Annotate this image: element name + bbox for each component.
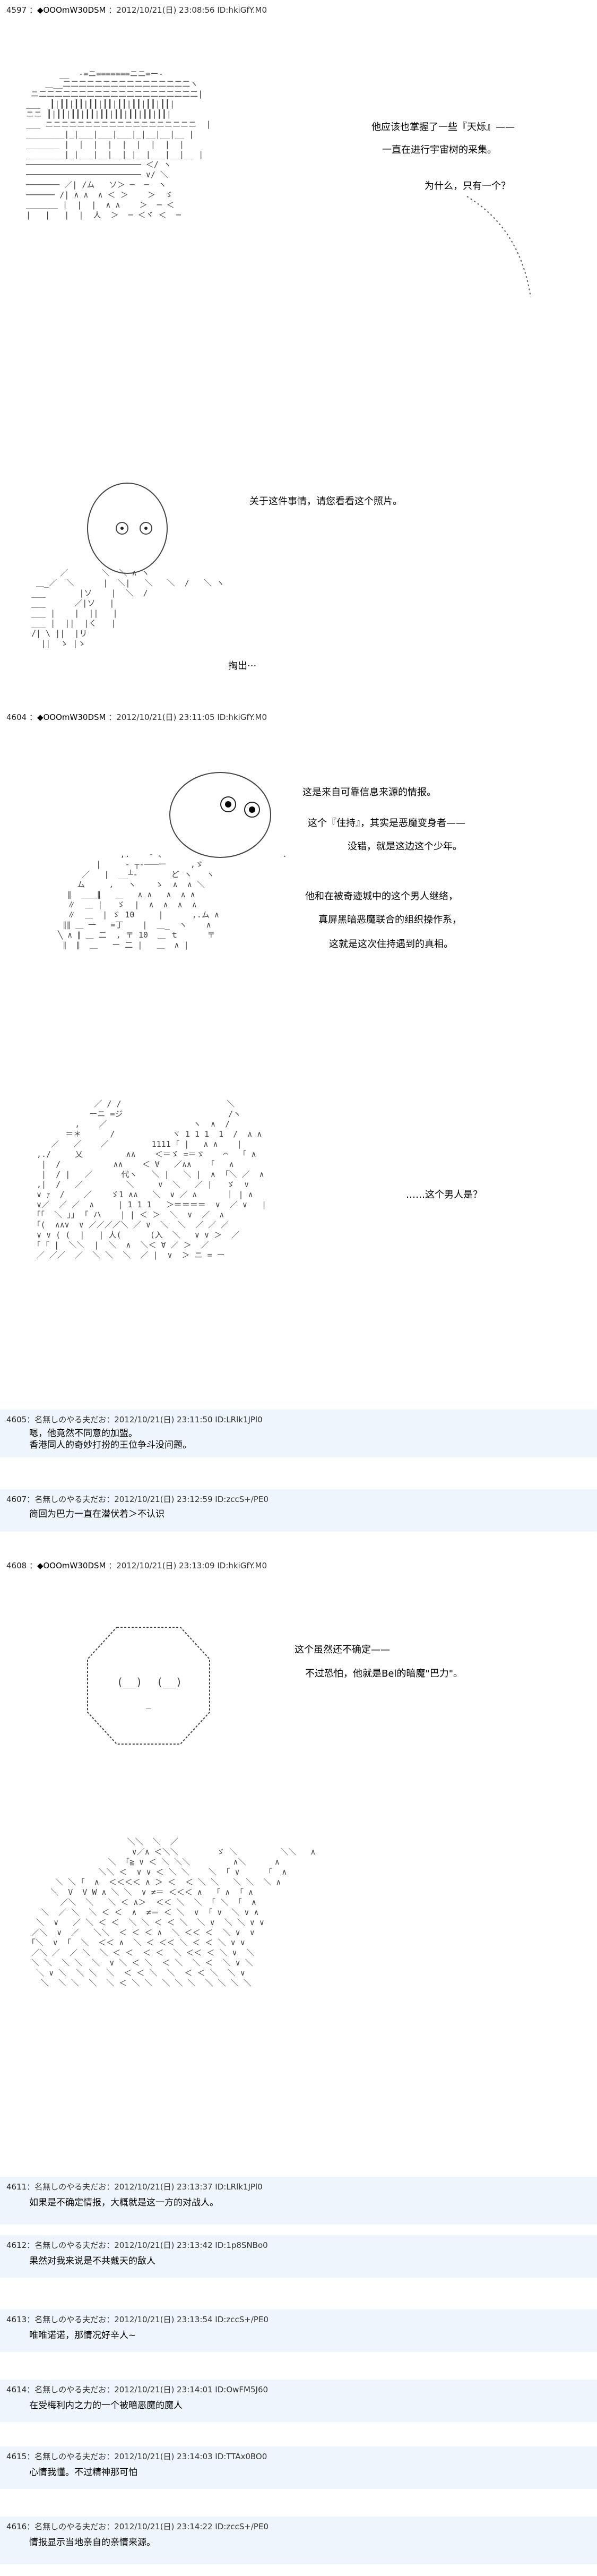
post-header: 4608 ：◆OOOmW30DSM ：2012/10/21(日) 23:13:0… [6, 1561, 267, 1570]
dialog-line: 这个虽然还不确定—— [295, 1644, 390, 1655]
ascii-art-demon-battle: ＼＼ ＼ ／ ∨／∧ ＜＼＼ ゞ ＼ ＼＼ ∧ ＼ ｢≧ ∨ ＜ ＼ ＼＼ ∧＼… [31, 1837, 316, 1988]
reply-text: 果然对我来说是不共戴天的敌人 [29, 2256, 155, 2266]
reply-text: 嗯，他竟然不同意的加盟。 [29, 1428, 137, 1439]
ascii-art-landscape: __ -=ニ=======ニニ=ー- ＿__二二二二二二二二二二二二二二二二ヽ … [26, 69, 211, 220]
reply-text: 唯唯诺诺，那情况好辛人~ [29, 2330, 136, 2341]
reply-text: 在受梅利内之力的一个被暗恶魔的魔人 [29, 2400, 183, 2411]
reply-text: 情报显示当地亲自的亲情来源。 [29, 2537, 155, 2548]
post-header: 4614：名無しのやる夫だお：2012/10/21(日) 23:14:01 ID… [6, 2385, 269, 2394]
svg-text:_: _ [146, 1699, 151, 1709]
reply-text: 香港同人的奇妙打扮的王位争斗没问题。 [29, 1440, 192, 1450]
dialog-line: 这个『住持』，其实是恶魔变身者—— [308, 818, 465, 829]
post-photo-panel: ／ ＼ ＼ ∧ ヽ ＿_／ ＼ | ＼| ＼ ＼ / ＼ ヽ ___ |ソ | … [0, 462, 597, 701]
reply-post-4616: 4616：名無しのやる夫だお：2012/10/21(日) 23:14:22 ID… [0, 2517, 597, 2564]
post-man-panel: ／ / / ＼ ーニ =ジ /ヽ , ／ ヽ ∧ / ＝＊ / ヾ 1 1 1 … [0, 1083, 597, 1402]
post-header: 4605：名無しのやる夫だお：2012/10/21(日) 23:11:50 ID… [6, 1415, 263, 1424]
post-4597: 4597 ：◆OOOmW30DSM ：2012/10/21(日) 23:08:5… [0, 0, 597, 298]
post-header: 4613：名無しのやる夫だお：2012/10/21(日) 23:13:54 ID… [6, 2315, 269, 2324]
dialog-line: 他应该也掌握了一些『天烁』—— [371, 122, 515, 133]
ascii-art-man-action: ／ / / ＼ ーニ =ジ /ヽ , ／ ヽ ∧ / ＝＊ / ヾ 1 1 1 … [37, 1099, 267, 1260]
svg-text:(__): (__) [157, 1676, 182, 1688]
reply-text: 心情我懂。不过精神那可怕 [29, 2467, 137, 2478]
character-head-icon [159, 765, 281, 871]
post-header: 4612：名無しのやる夫だお：2012/10/21(日) 23:13:42 ID… [6, 2240, 268, 2250]
reply-post-4613: 4613：名無しのやる夫だお：2012/10/21(日) 23:13:54 ID… [0, 2309, 597, 2352]
dialog-line: 这就是这次住持遇到的真相。 [329, 939, 453, 950]
svg-text:(__): (__) [117, 1676, 142, 1688]
dialog-line: 关于这件事情，请您看看这个照片。 [249, 496, 402, 507]
post-4604: 4604 ：◆OOOmW30DSM ：2012/10/21(日) 23:11:0… [0, 711, 597, 1019]
post-header: 4615：名無しのやる夫だお：2012/10/21(日) 23:14:03 ID… [6, 2452, 267, 2461]
dialog-line: 真屏黑暗恶魔联合的组织操作系， [318, 914, 462, 925]
reply-post-4607: 4607：名無しのやる夫だお：2012/10/21(日) 23:12:59 ID… [0, 1489, 597, 1532]
post-header: 4597 ：◆OOOmW30DSM ：2012/10/21(日) 23:08:5… [6, 5, 267, 15]
ascii-art-character-photo: ／ ＼ ＼ ∧ ヽ ＿_／ ＼ | ＼| ＼ ＼ / ＼ ヽ ___ |ソ | … [31, 568, 224, 648]
reply-post-4611: 4611：名無しのやる夫だお：2012/10/21(日) 23:13:37 ID… [0, 2177, 597, 2225]
dialog-line: 掏出··· [228, 660, 257, 672]
dialog-line: 一直在进行宇宙树的采集。 [382, 144, 497, 156]
reply-text: 简回为巴力一直在潜伏着＞不认识 [29, 1509, 165, 1519]
post-header: 4604 ：◆OOOmW30DSM ：2012/10/21(日) 23:11:0… [6, 712, 267, 722]
dialog-line: 为什么，只有一个？ [425, 181, 511, 192]
post-4608: 4608 ：◆OOOmW30DSM ：2012/10/21(日) 23:13:0… [0, 1556, 597, 2163]
reply-post-4605: 4605：名無しのやる夫だお：2012/10/21(日) 23:11:50 ID… [0, 1410, 597, 1457]
reply-post-4614: 4614：名無しのやる夫だお：2012/10/21(日) 23:14:01 ID… [0, 2380, 597, 2422]
reply-text: 如果是不确定情报，大概就是这一方的对战人。 [29, 2197, 219, 2208]
post-header: 4616：名無しのやる夫だお：2012/10/21(日) 23:14:22 ID… [6, 2522, 269, 2531]
character-head-icon [74, 478, 180, 584]
dialog-line: 没错，就是这边这个少年。 [348, 841, 462, 852]
curve-art [435, 175, 541, 313]
post-header: 4611：名無しのやる夫だお：2012/10/21(日) 23:13:37 ID… [6, 2182, 263, 2192]
dialog-line: 不过恐怕，他就是Bel的暗魔"巴力"。 [305, 1668, 463, 1679]
dialog-line: 他和在被奇迹城中的这个男人继络， [305, 891, 458, 902]
dialog-line: 这是来自可靠信息来源的情报。 [302, 787, 436, 798]
reply-post-4612: 4612：名無しのやる夫だお：2012/10/21(日) 23:13:42 ID… [0, 2235, 597, 2278]
face-icon: (__) (__) _ [80, 1622, 218, 1749]
dialog-line: ……这个男人是？ [406, 1189, 482, 1200]
post-header: 4607：名無しのやる夫だお：2012/10/21(日) 23:12:59 ID… [6, 1495, 269, 1504]
reply-post-4615: 4615：名無しのやる夫だお：2012/10/21(日) 23:14:03 ID… [0, 2446, 597, 2489]
ascii-art-character-informant: ,. - ､ . | - ┬-───ー ,ゞ ／ | __┴- ど ヽ ヽ ム … [58, 849, 287, 950]
